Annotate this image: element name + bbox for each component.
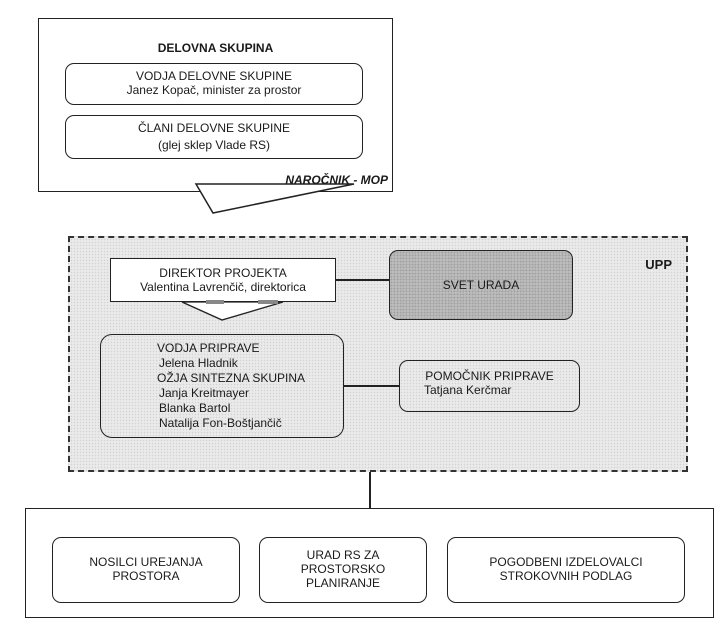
prep-line: Janja Kreitmayer [159,386,250,400]
upp-label: UPP [645,257,672,272]
delovna-skupina-container: DELOVNA SKUPINA VODJA DELOVNE SKUPINE Ja… [38,18,393,192]
director-box: DIREKTOR PROJEKTA Valentina Lavrenčič, d… [110,258,336,302]
director-title: DIREKTOR PROJEKTA [159,266,287,280]
director-name: Valentina Lavrenčič, direktorica [140,280,306,294]
members-title: ČLANI DELOVNE SKUPINE [137,121,291,135]
bottom-box-pogodbeni: POGODBENI IZDELOVALCI STROKOVNIH PODLAG [447,537,685,603]
bottom-box-line: PLANIRANJE [305,576,381,590]
preparation-box: VODJA PRIPRAVE Jelena Hladnik OŽJA SINTE… [100,334,344,438]
prep-line: OŽJA SINTEZNA SKUPINA [157,371,306,385]
bottom-box-urad: URAD RS ZA PROSTORSKO PLANIRANJE [259,537,427,603]
prep-line: Blanka Bartol [159,401,231,415]
delovna-skupina-title: DELOVNA SKUPINA [157,41,274,55]
bottom-box-line: POGODBENI IZDELOVALCI [489,555,643,569]
bottom-box-nosilci: NOSILCI UREJANJA PROSTORA [52,537,240,603]
assistant-name: Tatjana Kerčmar [424,383,512,397]
leader-name: Janez Kopač, minister za prostor [126,83,302,97]
council-label: SVET URADA [442,278,520,292]
council-box: SVET URADA [389,250,573,320]
connector-director-council [336,279,389,281]
leader-box: VODJA DELOVNE SKUPINE Janez Kopač, minis… [65,63,363,105]
connector-prep-assistant [344,385,399,387]
bottom-box-line: PROSTORA [112,569,180,583]
connector-upp-bottom [369,472,371,508]
members-note: (glej sklep Vlade RS) [157,138,271,152]
assistant-box: POMOČNIK PRIPRAVE Tatjana Kerčmar [399,360,580,412]
bottom-box-line: URAD RS ZA [306,548,380,562]
leader-title: VODJA DELOVNE SKUPINE [135,69,293,83]
bottom-container: NOSILCI UREJANJA PROSTORA URAD RS ZA PRO… [25,508,714,618]
bottom-box-line: PROSTORSKO [300,562,386,576]
bottom-box-line: NOSILCI UREJANJA [89,555,203,569]
prep-line: Jelena Hladnik [159,356,238,370]
bottom-box-line: STROKOVNIH PODLAG [499,569,633,583]
members-box: ČLANI DELOVNE SKUPINE (glej sklep Vlade … [65,115,363,159]
assistant-title: POMOČNIK PRIPRAVE [425,369,554,383]
prep-line: Natalija Fon-Boštjančič [159,416,282,430]
prep-line: VODJA PRIPRAVE [157,341,260,355]
